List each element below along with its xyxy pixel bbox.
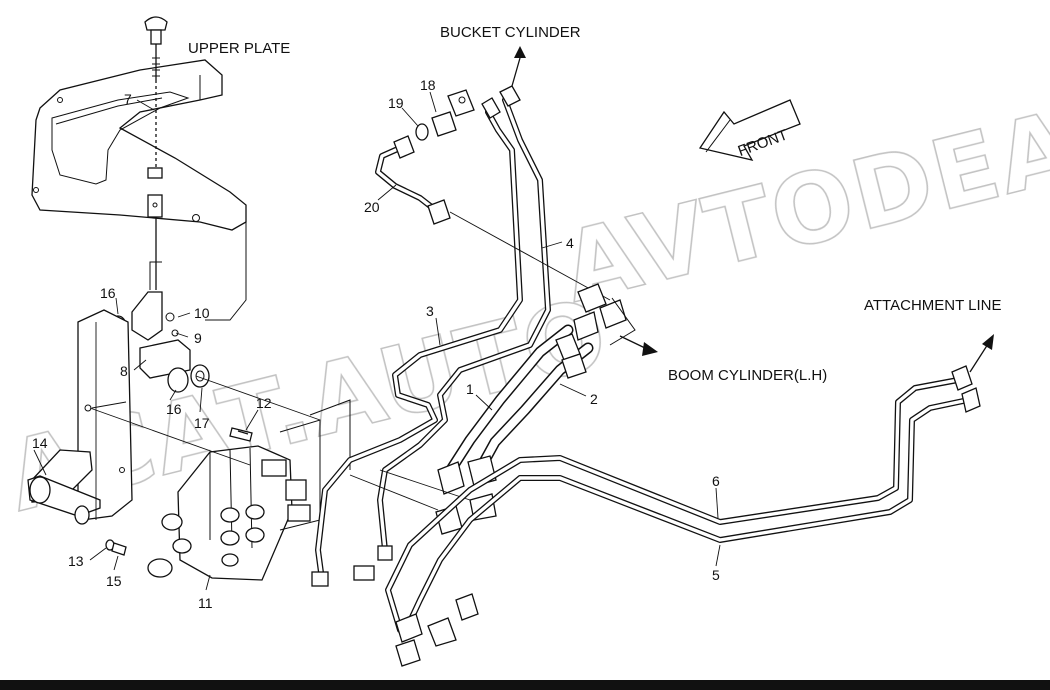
part-number-17: 17	[194, 415, 210, 431]
part-number-15: 15	[106, 573, 122, 589]
part-number-13: 13	[68, 553, 84, 569]
pipe-3	[315, 109, 523, 583]
part-number-19: 19	[388, 95, 404, 111]
part-number-2: 2	[590, 391, 598, 407]
pipe-20	[375, 89, 611, 301]
attachment-line-label: ATTACHMENT LINE	[864, 297, 1002, 314]
bucket-cylinder-label: BUCKET CYLINDER	[440, 24, 581, 41]
hose-1	[446, 324, 574, 474]
bottom-border	[0, 680, 1050, 690]
part-number-14: 14	[32, 435, 48, 451]
part-number-4: 4	[566, 235, 574, 251]
front-arrow-icon	[698, 99, 801, 161]
boom-fittings	[349, 283, 658, 535]
pipe-4	[377, 97, 551, 553]
part-number-9: 9	[194, 330, 202, 346]
part-number-10: 10	[194, 305, 210, 321]
part-number-7: 7	[124, 91, 132, 107]
leader-lines	[33, 91, 721, 591]
part-number-16-bottom: 16	[166, 401, 182, 417]
upper-plate-label: UPPER PLATE	[188, 40, 290, 57]
bolt-7	[144, 16, 168, 290]
pipe-6	[385, 377, 961, 633]
part-number-11: 11	[198, 595, 213, 611]
part-number-18: 18	[420, 77, 436, 93]
boom-cylinder-label: BOOM CYLINDER(L.H)	[668, 367, 827, 384]
part-number-6: 6	[712, 473, 720, 489]
support-plate-14	[27, 309, 133, 525]
watermark: AVTODEALER.RU ACAT.AUTO	[0, 0, 1050, 535]
part-number-3: 3	[426, 303, 434, 319]
part-number-12: 12	[256, 395, 272, 411]
attachment-fittings	[395, 334, 994, 667]
part-number-1: 1	[466, 381, 474, 397]
watermark-line1: AVTODEALER.RU	[552, 0, 1050, 325]
control-valve-11	[147, 445, 311, 581]
upper-plate	[31, 59, 247, 321]
bucket-fittings	[311, 46, 526, 587]
pipe-5	[403, 397, 971, 633]
small-bolts	[105, 427, 253, 556]
part-number-20: 20	[364, 199, 380, 215]
part-number-16-top: 16	[100, 285, 116, 301]
part-number-5: 5	[712, 567, 720, 583]
part-number-8: 8	[120, 363, 128, 379]
valve-port-lines	[89, 322, 351, 531]
